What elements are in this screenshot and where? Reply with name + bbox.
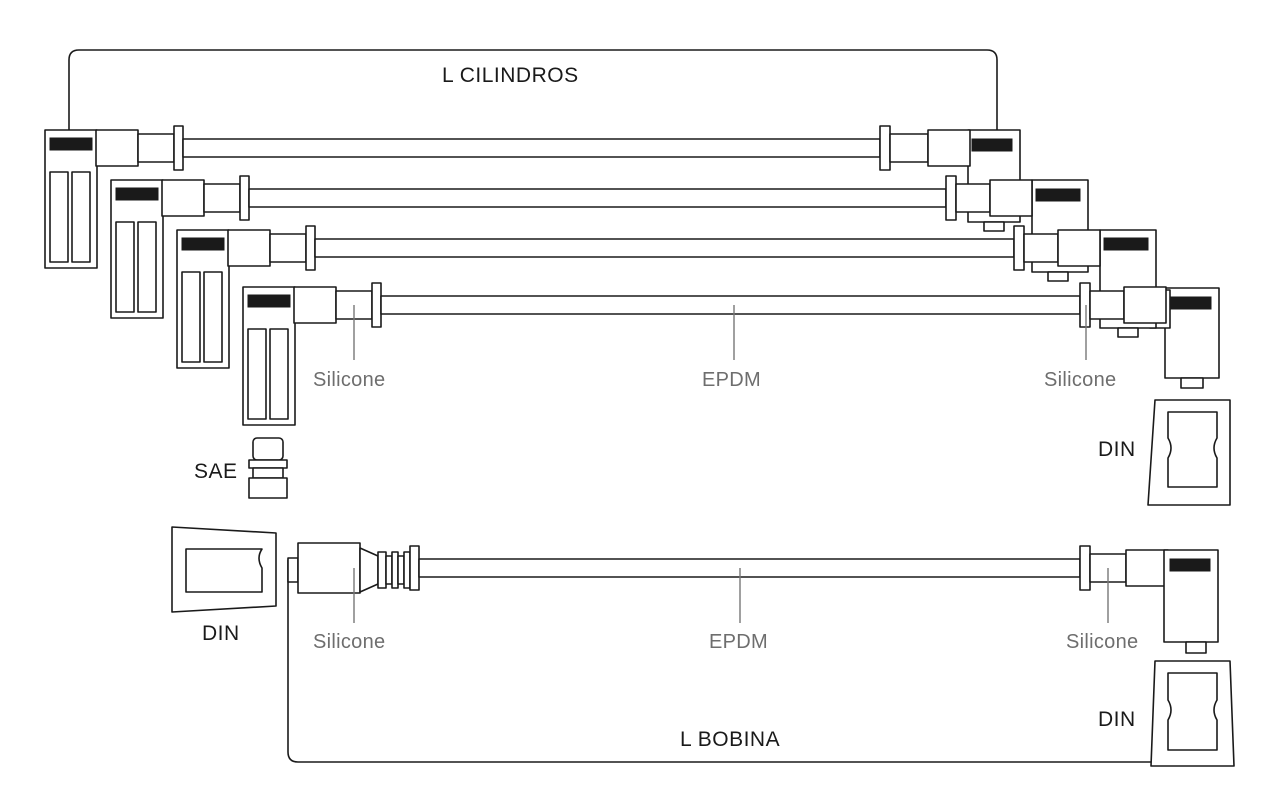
silicone-bottom-right-label: Silicone [1066, 631, 1138, 653]
din-terminal-right-bottom [1150, 660, 1235, 767]
cable-4 [242, 282, 1167, 426]
cable-2 [110, 175, 1033, 319]
silicone-top-right-label: Silicone [1044, 369, 1116, 391]
cylinder-length-label: L CILINDROS [442, 64, 579, 87]
epdm-bottom-label: EPDM [709, 631, 768, 653]
silicone-top-left-label: Silicone [313, 369, 385, 391]
din-terminal-left [171, 526, 277, 613]
epdm-top-label: EPDM [702, 369, 761, 391]
coil-length-label: L BOBINA [680, 728, 780, 751]
din-right-bottom-label: DIN [1098, 708, 1136, 731]
silicone-bottom-left-label: Silicone [313, 631, 385, 653]
cylinder-length-bracket [68, 49, 998, 131]
din-right-top-label: DIN [1098, 438, 1136, 461]
din-terminal-right-top [1147, 399, 1231, 506]
sae-label: SAE [194, 460, 238, 483]
sae-terminal [248, 437, 288, 499]
cable-3 [176, 225, 1101, 369]
din-left-label: DIN [202, 622, 240, 645]
cable-1 [44, 125, 971, 269]
